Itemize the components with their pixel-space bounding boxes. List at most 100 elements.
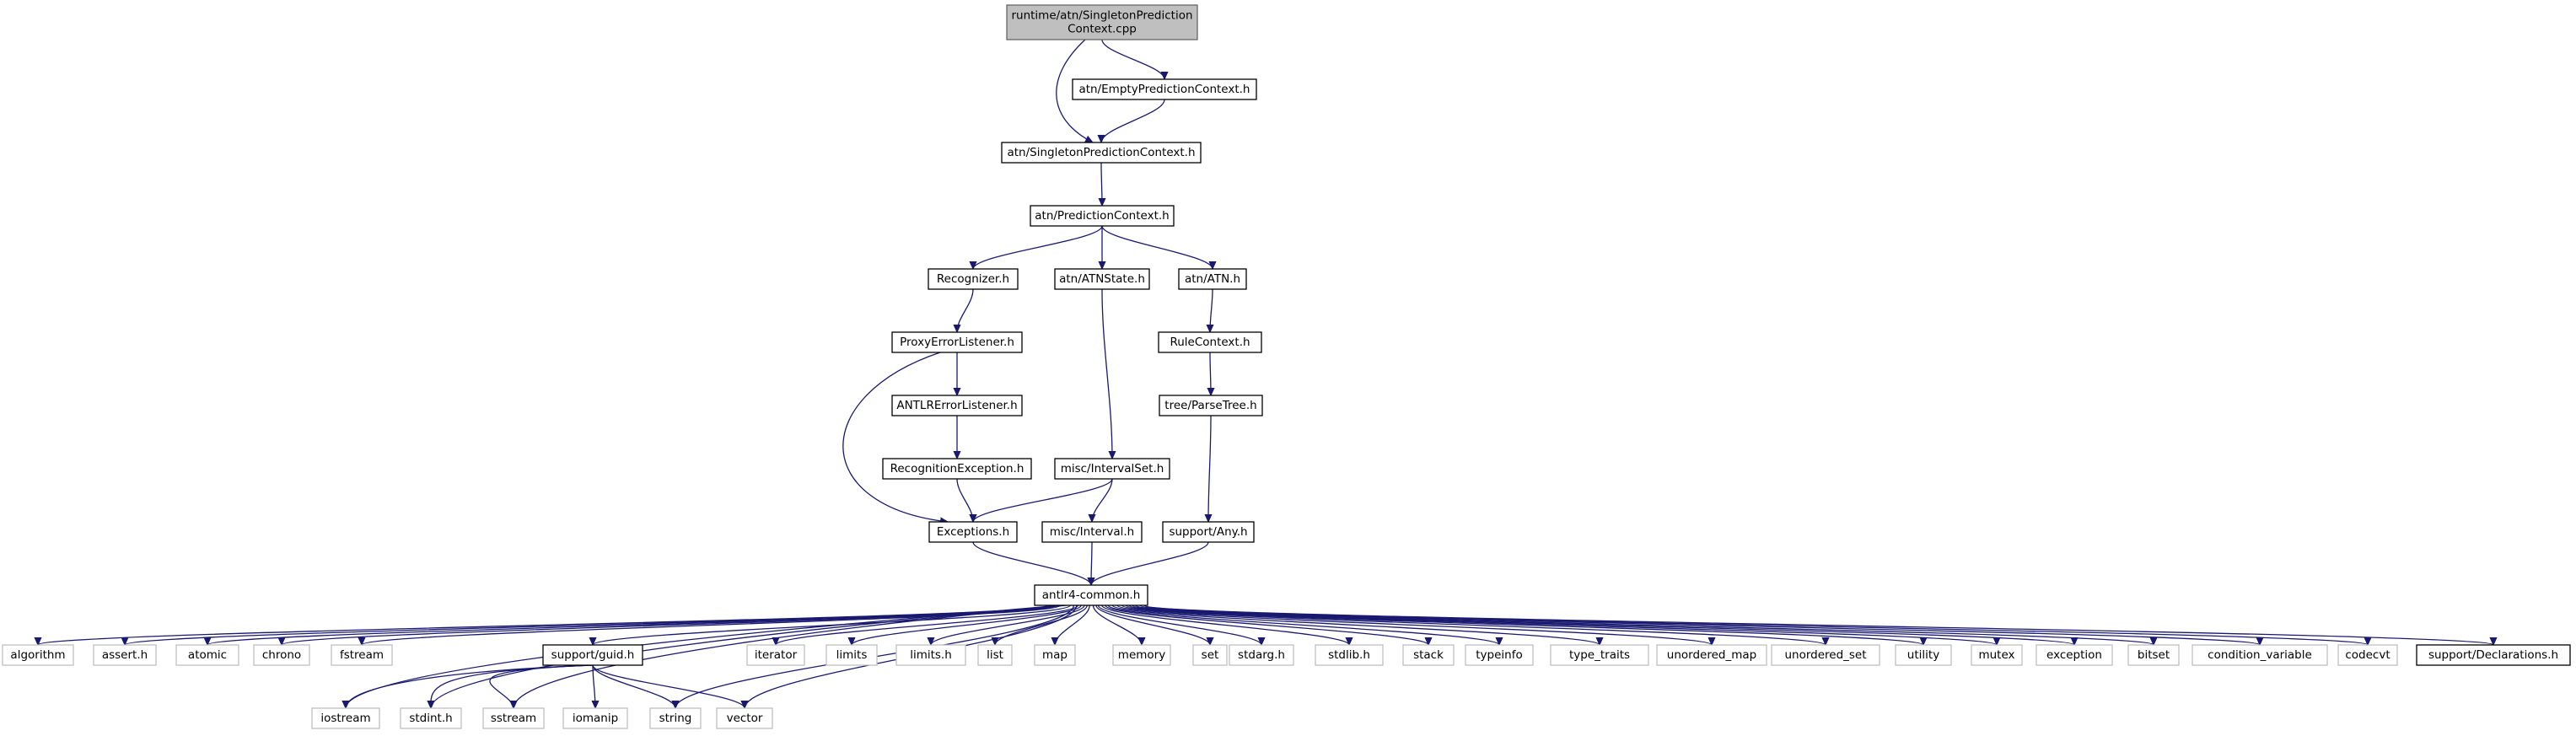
node-guid[interactable]: support/guid.h xyxy=(542,644,643,666)
edge-line xyxy=(1210,352,1211,395)
node-box xyxy=(2036,644,2113,666)
node-box xyxy=(1159,395,1263,416)
node-label: atn/ATN.h xyxy=(1185,272,1240,286)
edge-line xyxy=(1101,225,1213,269)
node-singleton-pc[interactable]: atn/SingletonPredictionContext.h xyxy=(1001,142,1202,164)
node-label: map xyxy=(1042,648,1068,662)
node-label: condition_variable xyxy=(2208,648,2312,662)
edge-atn-to-rule-context xyxy=(1210,288,1213,332)
node-recognizer[interactable]: Recognizer.h xyxy=(928,268,1019,290)
edge-common-to-guid xyxy=(593,604,1071,645)
node-box xyxy=(891,395,1023,416)
node-interval-set[interactable]: misc/IntervalSet.h xyxy=(1054,458,1170,480)
edge-line xyxy=(1107,604,1499,645)
node-label: stdlib.h xyxy=(1328,648,1370,662)
node-label: unordered_map xyxy=(1667,648,1756,662)
node-typeinfo: typeinfo xyxy=(1465,644,1534,666)
node-label: misc/Interval.h xyxy=(1050,525,1134,539)
edge-line xyxy=(282,604,1058,645)
node-prediction-context[interactable]: atn/PredictionContext.h xyxy=(1030,205,1175,227)
edge-proxy-error-listener-to-exceptions xyxy=(842,352,948,522)
node-box xyxy=(2191,644,2328,666)
node-label: fstream xyxy=(340,648,384,662)
node-box xyxy=(1030,205,1175,227)
node-box xyxy=(716,707,773,729)
node-atomic: atomic xyxy=(175,644,239,666)
node-label: Exceptions.h xyxy=(937,525,1009,539)
edge-line xyxy=(1092,478,1113,522)
node-common[interactable]: antlr4-common.h xyxy=(1034,584,1148,606)
node-label: misc/IntervalSet.h xyxy=(1061,462,1164,475)
node-memory: memory xyxy=(1112,644,1171,666)
edge-line xyxy=(995,604,1088,645)
edge-line xyxy=(931,604,1085,645)
edge-common-to-stdlib xyxy=(1101,604,1349,645)
node-label: sstream xyxy=(491,712,536,725)
edge-common-to-limits-h xyxy=(931,604,1085,645)
node-empty-pc[interactable]: atn/EmptyPredictionContext.h xyxy=(1072,78,1257,100)
node-box xyxy=(400,707,462,729)
node-box xyxy=(1006,4,1198,40)
node-label: support/guid.h xyxy=(551,648,635,662)
node-label: set xyxy=(1202,648,1219,662)
node-box xyxy=(1034,584,1148,606)
node-box xyxy=(2127,644,2180,666)
node-rule-context[interactable]: RuleContext.h xyxy=(1158,331,1262,353)
edge-line xyxy=(1055,604,1090,645)
edge-line xyxy=(592,664,675,708)
edge-line xyxy=(1101,162,1102,206)
node-box xyxy=(882,458,1032,480)
node-proxy-error-listener[interactable]: ProxyErrorListener.h xyxy=(891,331,1023,353)
edge-common-to-algorithm xyxy=(38,604,1048,645)
node-box xyxy=(1041,521,1143,543)
node-label: ANTLRErrorListener.h xyxy=(896,399,1017,412)
node-atn[interactable]: atn/ATN.h xyxy=(1178,268,1247,290)
node-any[interactable]: support/Any.h xyxy=(1162,521,1255,543)
node-label: stdint.h xyxy=(409,712,452,725)
node-label: antlr4-common.h xyxy=(1042,588,1141,602)
edge-line xyxy=(957,288,974,332)
node-label: tree/ParseTree.h xyxy=(1164,399,1256,412)
node-stdint: stdint.h xyxy=(400,707,462,729)
node-label: iostream xyxy=(320,712,370,725)
edge-common-to-mutex xyxy=(1128,604,1997,645)
edge-line xyxy=(1125,604,1923,645)
node-interval[interactable]: misc/Interval.h xyxy=(1041,521,1143,543)
node-label: Context.cpp xyxy=(1068,23,1137,36)
edge-prediction-context-to-recognizer xyxy=(973,225,1103,269)
node-box xyxy=(1402,644,1455,666)
edge-common-to-typeinfo xyxy=(1107,604,1499,645)
node-box xyxy=(746,644,805,666)
edge-atn-state-to-interval-set xyxy=(1101,288,1112,459)
node-box xyxy=(1072,78,1257,100)
edge-line xyxy=(431,604,1064,708)
node-declarations[interactable]: support/Declarations.h xyxy=(2416,644,2571,666)
edge-line xyxy=(1143,604,2493,645)
edge-exceptions-to-common xyxy=(972,541,1091,585)
node-parse-tree[interactable]: tree/ParseTree.h xyxy=(1159,395,1263,416)
edge-rule-context-to-parse-tree xyxy=(1210,352,1211,395)
edge-common-to-stdarg xyxy=(1097,604,1261,645)
edge-common-to-chrono xyxy=(282,604,1058,645)
edge-common-to-stack xyxy=(1105,604,1428,645)
node-antlr-error-listener[interactable]: ANTLRErrorListener.h xyxy=(891,395,1023,416)
node-iomanip: iomanip xyxy=(562,707,628,729)
node-exceptions[interactable]: Exceptions.h xyxy=(928,521,1018,543)
node-box xyxy=(1158,331,1262,353)
node-type-traits: type_traits xyxy=(1550,644,1649,666)
node-box xyxy=(253,644,310,666)
node-box xyxy=(1192,644,1228,666)
edge-line xyxy=(973,225,1103,269)
edge-line xyxy=(1128,604,1997,645)
node-atn-state[interactable]: atn/ATNState.h xyxy=(1054,268,1150,290)
node-recognition-exception[interactable]: RecognitionException.h xyxy=(882,458,1032,480)
node-limits: limits xyxy=(826,644,878,666)
edge-recognition-exception-to-exceptions xyxy=(956,478,973,522)
node-label: limits xyxy=(836,648,868,662)
node-bitset: bitset xyxy=(2127,644,2180,666)
node-root[interactable]: runtime/atn/SingletonPredictionContext.c… xyxy=(1006,4,1198,40)
edge-common-to-codecvt xyxy=(1143,604,2368,645)
node-unordered-map: unordered_map xyxy=(1656,644,1767,666)
edge-guid-to-iostream xyxy=(346,664,594,708)
edge-line xyxy=(1143,604,2368,645)
